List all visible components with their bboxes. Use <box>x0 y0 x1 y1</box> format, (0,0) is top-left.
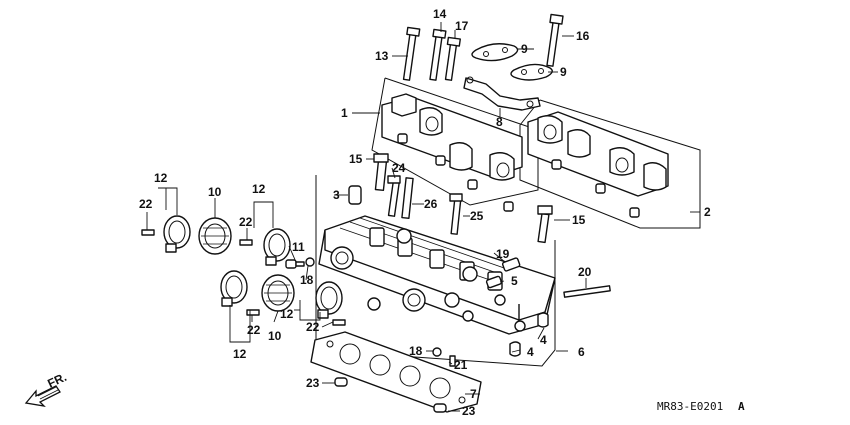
group-outline-6 <box>315 175 556 367</box>
camshaft-holder-1 <box>381 93 523 190</box>
callout-8: 8 <box>496 115 503 129</box>
callout-23-left: 23 <box>306 376 320 390</box>
bolt-16 <box>546 13 564 67</box>
callout-5: 5 <box>511 274 518 288</box>
callout-26: 26 <box>424 197 438 211</box>
clamp-12-d <box>315 281 343 319</box>
screw-22-a <box>141 229 155 236</box>
callout-7: 7 <box>470 387 477 401</box>
screw-22-b <box>239 239 253 246</box>
dowel-pin-3 <box>348 185 362 205</box>
screw-22-d <box>332 319 346 326</box>
callout-10-upper: 10 <box>208 185 222 199</box>
diagram-code-suffix: A <box>738 400 745 413</box>
front-label: FR. <box>45 370 68 391</box>
dowel-23-right <box>433 403 447 413</box>
callout-17: 17 <box>455 19 469 33</box>
cylinder-head-6 <box>318 215 556 335</box>
callout-25: 25 <box>470 209 484 223</box>
diagram-code: MR83-E0201 <box>657 400 723 413</box>
callout-12-top-mid: 12 <box>252 182 266 196</box>
bolt-21 <box>449 355 456 367</box>
callout-10-lower: 10 <box>268 329 282 343</box>
callout-numbers: 1 2 3 4 4 5 6 7 8 9 9 10 10 11 12 12 12 … <box>139 7 711 418</box>
group-outline-1 <box>371 77 539 206</box>
callout-12-top-left: 12 <box>154 171 168 185</box>
callout-24: 24 <box>392 161 406 175</box>
bolt-15-right <box>537 205 553 244</box>
part-19 <box>501 257 521 272</box>
bolt-13 <box>402 26 421 81</box>
callout-9-lower: 9 <box>560 65 567 79</box>
callout-11: 11 <box>292 240 305 254</box>
dowel-23-left <box>334 377 348 387</box>
screw-22-c <box>246 309 260 316</box>
bolt-15-left <box>373 153 389 192</box>
callout-9-upper: 9 <box>521 42 528 56</box>
callout-20: 20 <box>578 265 592 279</box>
leader-lines <box>146 22 700 412</box>
clamp-12-b <box>263 228 291 266</box>
nut-4-upper <box>537 312 549 328</box>
callout-3: 3 <box>333 188 340 202</box>
bolt-14 <box>429 28 447 81</box>
washer-18-lower <box>432 347 442 357</box>
callout-18-left: 18 <box>300 273 314 287</box>
callout-15-right: 15 <box>572 213 586 227</box>
callout-4-upper: 4 <box>540 333 547 347</box>
callout-23-right: 23 <box>462 404 476 418</box>
stud-20 <box>563 285 611 298</box>
stud-26 <box>401 177 414 220</box>
insulator-10-b <box>261 274 295 312</box>
callout-18-lower: 18 <box>409 344 423 358</box>
callout-22-a: 22 <box>139 197 153 211</box>
arrow-icon <box>24 385 61 407</box>
callout-16: 16 <box>576 29 590 43</box>
washer-18-upper <box>305 257 315 267</box>
head-gasket-7 <box>310 331 482 413</box>
callout-22-b: 22 <box>239 215 253 229</box>
callout-14: 14 <box>433 7 447 21</box>
callout-1: 1 <box>341 106 348 120</box>
callout-22-d: 22 <box>306 320 320 334</box>
insulator-10-a <box>198 217 232 255</box>
camshaft-holder-2 <box>503 111 669 218</box>
plate-9-lower <box>510 63 553 81</box>
callout-22-c: 22 <box>247 323 261 337</box>
callout-12-bottom: 12 <box>233 347 247 361</box>
callout-19: 19 <box>496 247 510 261</box>
part-5 <box>485 275 503 289</box>
callout-15-left: 15 <box>349 152 363 166</box>
plate-9-upper <box>471 43 519 62</box>
clamp-12-c <box>220 270 248 307</box>
callout-2: 2 <box>704 205 711 219</box>
callout-13: 13 <box>375 49 389 63</box>
callout-4-lower: 4 <box>527 345 534 359</box>
callout-12-right: 12 <box>280 307 294 321</box>
callout-21: 21 <box>454 358 468 372</box>
bolt-11 <box>285 259 305 269</box>
bolt-17 <box>444 36 461 81</box>
bracket-8 <box>463 77 541 111</box>
group-outline-2 <box>519 99 701 229</box>
bolt-24 <box>387 175 401 217</box>
bolt-25 <box>449 193 463 235</box>
nut-4-lower <box>509 341 521 357</box>
clamp-12-a <box>163 215 191 253</box>
callout-6: 6 <box>578 345 585 359</box>
front-direction-arrow: FR. <box>24 370 69 407</box>
